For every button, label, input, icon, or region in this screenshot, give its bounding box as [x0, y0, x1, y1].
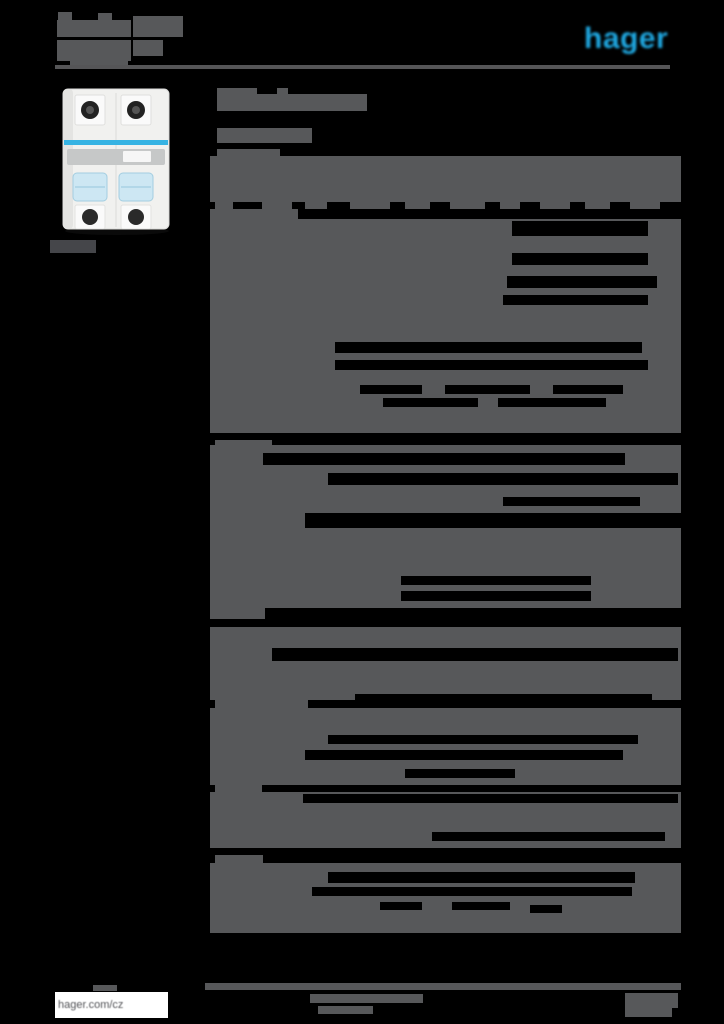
footer-rule-bar	[205, 983, 681, 990]
spec-row-gap	[401, 591, 591, 601]
spec-row-gap	[503, 497, 640, 506]
spec-row-gap	[312, 887, 632, 896]
header-product-code-bar	[58, 12, 72, 20]
spec-row-gap	[328, 735, 638, 744]
description-bar	[500, 202, 520, 209]
header-product-code-bar	[57, 40, 131, 61]
section-heading-bar	[210, 209, 298, 219]
spec-row-gap	[507, 276, 657, 288]
spec-row-gap	[553, 385, 623, 394]
description-bar	[305, 202, 327, 209]
product-caption-bar	[50, 240, 96, 253]
spec-row-gap	[530, 905, 562, 913]
section-heading-bar	[215, 440, 272, 448]
description-bar	[630, 202, 660, 209]
label-window	[123, 151, 151, 162]
spec-row-gap	[355, 694, 652, 700]
spec-table-slab	[210, 627, 681, 700]
spec-row-gap	[263, 453, 625, 465]
spec-row-gap	[498, 398, 606, 407]
description-bar	[585, 202, 610, 209]
description-bar	[450, 202, 485, 209]
title-bar	[217, 88, 257, 94]
header-product-code-bar	[98, 13, 112, 20]
description-bar	[540, 202, 570, 209]
header-product-code-bar	[57, 20, 131, 37]
spec-row-gap	[328, 473, 678, 485]
footer-text-bar	[310, 994, 423, 1003]
footer-rule-bar	[93, 985, 117, 991]
description-bar	[217, 149, 280, 156]
spec-row-gap	[445, 385, 530, 394]
spec-row-gap	[405, 769, 515, 778]
section-heading-bar	[215, 855, 263, 863]
hager-logo: hager	[584, 22, 669, 55]
title-bar	[277, 88, 288, 94]
footer-website-link[interactable]: hager.com/cz	[58, 999, 124, 1011]
header-product-code-bar	[70, 61, 128, 67]
spec-row-gap	[265, 608, 681, 619]
header-product-code-bar	[133, 40, 163, 56]
spec-row-gap	[305, 513, 681, 528]
product-image	[62, 88, 170, 235]
spec-row-gap	[360, 385, 422, 394]
section-heading-bar	[215, 700, 308, 708]
spec-row-gap	[452, 902, 510, 910]
description-bar	[350, 202, 390, 209]
spec-row-gap	[272, 648, 678, 661]
spec-row-gap	[335, 360, 648, 370]
section-heading-bar	[215, 785, 262, 792]
spec-row-gap	[383, 398, 478, 407]
header-product-code-bar	[133, 16, 183, 37]
description-bar	[210, 156, 681, 202]
footer-text-bar	[625, 1008, 672, 1017]
title-bar	[217, 128, 312, 143]
cyan-stripe	[64, 140, 168, 145]
title-bar	[217, 94, 367, 111]
screw-slot	[86, 106, 94, 114]
spec-row-gap	[380, 902, 422, 910]
description-bar	[405, 202, 430, 209]
description-bar	[262, 202, 292, 209]
spec-row-gap	[432, 832, 665, 841]
spec-row-gap	[303, 794, 678, 803]
spec-row-gap	[401, 576, 591, 585]
spec-row-gap	[335, 342, 642, 353]
header-divider	[55, 65, 670, 69]
screw-bottom-right-icon	[128, 209, 144, 225]
spec-row-gap	[512, 253, 648, 265]
footer-website-box: hager.com/cz	[55, 992, 168, 1018]
spec-row-gap	[503, 295, 648, 305]
description-bar	[215, 202, 233, 209]
screw-bottom-left-icon	[82, 209, 98, 225]
screw-slot	[132, 106, 140, 114]
footer-text-bar	[625, 993, 678, 1008]
spec-row-gap	[328, 872, 635, 883]
spec-row-gap	[305, 750, 623, 760]
spec-row-gap	[512, 221, 648, 236]
footer-text-bar	[318, 1006, 373, 1014]
